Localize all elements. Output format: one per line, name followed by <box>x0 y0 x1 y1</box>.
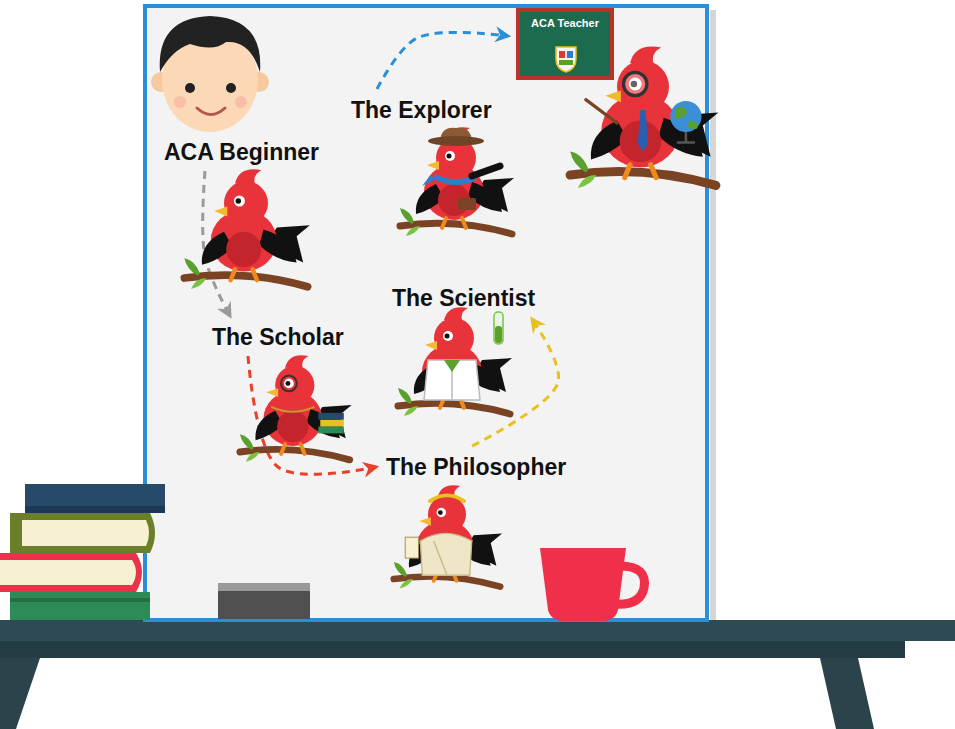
scholar-bird <box>240 355 352 462</box>
stage-title: The Explorer <box>351 96 492 124</box>
stage-label: The Scholar <box>208 322 348 352</box>
book <box>0 553 142 592</box>
desk-leg <box>820 658 874 729</box>
eraser-body <box>218 583 310 619</box>
book <box>10 513 155 553</box>
desk <box>0 620 955 729</box>
board-title: ACA Teacher <box>525 16 605 30</box>
stage-title: The Philosopher <box>386 453 567 481</box>
desk-leg <box>0 658 40 729</box>
book-stack <box>0 484 165 620</box>
stage-title: The Scientist <box>392 284 536 312</box>
philosopher-bird <box>394 485 502 588</box>
boy-face <box>151 16 269 132</box>
board-shadow <box>710 10 716 620</box>
stage-title: ACA Beginner <box>164 138 320 166</box>
stage-label: ACA Beginner <box>160 137 324 167</box>
school-emblem <box>553 44 579 74</box>
stage-label: The Scientist <box>388 283 540 313</box>
cup-body <box>540 548 626 621</box>
book-pages <box>22 520 149 546</box>
scientist-bird <box>398 307 512 416</box>
beginner-bird <box>184 169 309 289</box>
stage-label: The Philosopher <box>382 452 571 482</box>
book <box>25 484 165 513</box>
dashed-arrow <box>377 32 508 89</box>
eraser <box>218 583 310 619</box>
eraser-top <box>218 583 310 591</box>
desk-top <box>0 620 955 641</box>
explorer-bird <box>400 127 514 236</box>
coffee-cup <box>540 548 645 621</box>
book <box>10 592 150 620</box>
book-stripe <box>10 598 150 602</box>
stage-label: The Explorer <box>347 95 496 125</box>
stage-title: The Scholar <box>212 323 344 351</box>
desk-apron <box>0 641 905 658</box>
book-pages <box>0 560 136 585</box>
book <box>25 506 165 513</box>
